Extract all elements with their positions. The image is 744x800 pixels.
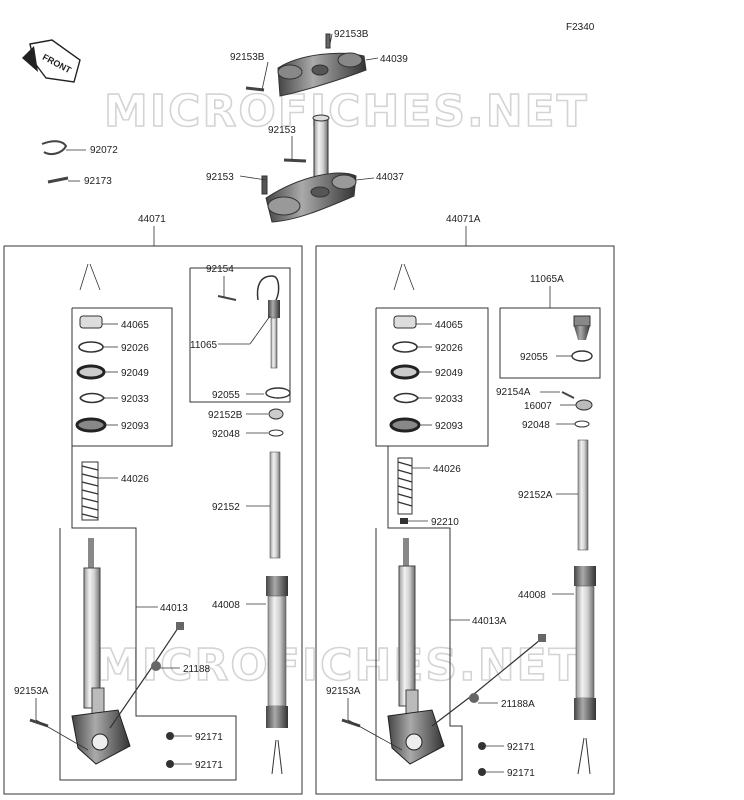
- label-pin: 92173: [84, 176, 112, 187]
- left-adjuster: [217, 275, 280, 369]
- lower-bracket: [261, 172, 357, 223]
- label-lower-bracket: 44037: [376, 172, 404, 183]
- label-l-sensor: 21188: [183, 664, 211, 675]
- left-clip: [79, 392, 105, 404]
- label-l-inner-tube: 44008: [212, 600, 240, 611]
- right-seal-frame: [375, 307, 489, 447]
- right-adjuster-frame: [499, 307, 601, 379]
- left-spring: [81, 461, 99, 521]
- label-upper-bracket: 44039: [380, 54, 408, 65]
- label-l-screw: 92154: [206, 264, 234, 275]
- watermark-bottom: MICROFICHES.NET: [96, 640, 581, 691]
- label-l-ring: 92026: [121, 343, 149, 354]
- right-oring: [571, 350, 593, 362]
- left-collar: [268, 408, 284, 420]
- left-outer-tube: [71, 538, 131, 765]
- label-r-nut: 16007: [524, 401, 552, 412]
- left-ring: [78, 341, 104, 353]
- right-sensor: [431, 634, 546, 727]
- label-r-nut-1: 92171: [507, 742, 535, 753]
- left-spring-frame: [59, 446, 237, 781]
- label-r-spacer: 92210: [431, 517, 459, 528]
- label-r-dust-seal: 92093: [435, 421, 463, 432]
- right-oil-seal: [390, 364, 420, 380]
- label-stem-bolt: 92153: [268, 125, 296, 136]
- group-right-label: 44071A: [446, 214, 481, 225]
- left-nut-2: [166, 760, 174, 768]
- left-seal-frame: [71, 307, 173, 447]
- left-oil-seal: [76, 364, 106, 380]
- left-inner-tube: [266, 576, 288, 775]
- label-r-pipe: 92152A: [518, 490, 553, 501]
- label-l-oring: 92055: [212, 390, 240, 401]
- right-spacer: [400, 518, 408, 524]
- pin-part: [47, 176, 69, 184]
- right-nut-1: [478, 742, 486, 750]
- label-r-screw: 92154A: [496, 387, 531, 398]
- group-left-label: 44071: [138, 214, 166, 225]
- label-r-axle-bolt: 92153A: [326, 686, 361, 697]
- label-r-adjuster: 11065A: [530, 274, 564, 285]
- right-spring: [397, 457, 413, 515]
- figure-id: F2340: [566, 22, 595, 33]
- left-adjuster-frame: [189, 267, 291, 403]
- left-sensor: [109, 622, 184, 729]
- label-r-clip: 92033: [435, 394, 463, 405]
- right-oring-2: [574, 420, 590, 428]
- label-l-spring: 44026: [121, 474, 149, 485]
- label-l-pipe: 92152: [212, 502, 240, 513]
- label-l-oring-2: 92048: [212, 429, 240, 440]
- label-l-axle-bolt: 92153A: [14, 686, 49, 697]
- label-clip: 92072: [90, 145, 118, 156]
- label-r-oring-2: 92048: [522, 420, 550, 431]
- left-oring: [265, 387, 291, 399]
- left-group-frame: [3, 245, 303, 795]
- label-r-sensor: 21188A: [501, 699, 535, 710]
- right-screw: [561, 391, 575, 399]
- label-top-bolt: 92153B: [334, 29, 369, 40]
- clip-part: [41, 140, 68, 155]
- label-l-collar: 92152B: [208, 410, 243, 421]
- label-r-seal-cap: 44065: [435, 320, 463, 331]
- right-nut: [575, 399, 593, 411]
- label-l-nut-2: 92171: [195, 760, 223, 771]
- label-l-outer-tube: 44013: [160, 603, 188, 614]
- label-l-oil-seal: 92049: [121, 368, 149, 379]
- upper-bracket-bolt: [245, 86, 265, 92]
- label-l-dust-seal: 92093: [121, 421, 149, 432]
- left-pipe: [269, 451, 281, 559]
- upper-bracket: [277, 33, 367, 97]
- label-r-oring: 92055: [520, 352, 548, 363]
- right-clip: [393, 392, 419, 404]
- left-dust-seal: [75, 417, 107, 433]
- label-r-spring: 44026: [433, 464, 461, 475]
- label-r-outer-tube: 44013A: [472, 616, 507, 627]
- watermark-top: MICROFICHES.NET: [104, 86, 589, 137]
- right-nut-2: [478, 768, 486, 776]
- label-l-adjuster: 11065: [190, 340, 218, 351]
- label-l-clip: 92033: [121, 394, 149, 405]
- right-spring-frame: [375, 446, 463, 781]
- label-lower-bolt: 92153: [206, 172, 234, 183]
- right-inner-tube: [574, 566, 596, 775]
- label-r-oil-seal: 92049: [435, 368, 463, 379]
- right-pipe: [577, 439, 589, 551]
- right-adjuster: [573, 315, 591, 340]
- label-r-inner-tube: 44008: [518, 590, 546, 601]
- label-r-nut-2: 92171: [507, 768, 535, 779]
- left-nut-1: [166, 732, 174, 740]
- left-oring-2: [268, 429, 284, 437]
- label-upper-bracket-bolt: 92153B: [230, 52, 265, 63]
- left-seal-cap: [79, 315, 103, 329]
- label-r-ring: 92026: [435, 343, 463, 354]
- label-l-nut-1: 92171: [195, 732, 223, 743]
- label-l-seal-cap: 44065: [121, 320, 149, 331]
- right-outer-tube: [387, 538, 445, 765]
- right-seal-cap: [393, 315, 417, 329]
- front-arrow-icon: FRONT: [22, 39, 81, 83]
- right-ring: [392, 341, 418, 353]
- right-group-frame: [315, 245, 615, 795]
- right-dust-seal: [389, 417, 421, 433]
